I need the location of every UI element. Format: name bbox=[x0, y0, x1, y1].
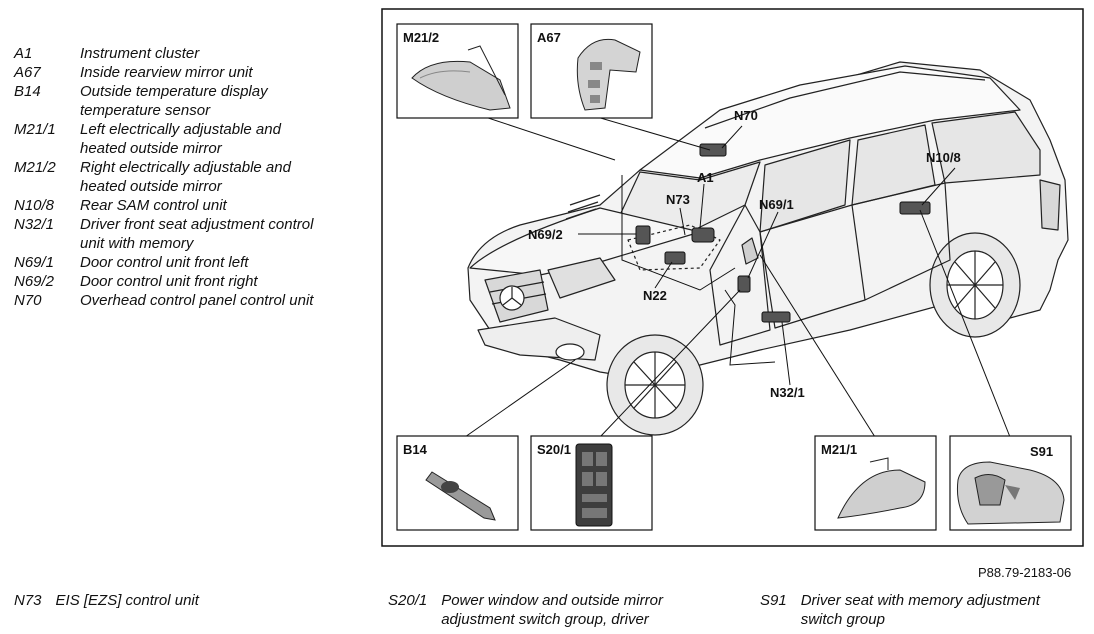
inset-m21-2: M21/2 bbox=[396, 23, 519, 119]
legend-description: Outside temperature display temperature s… bbox=[80, 82, 364, 120]
legend-code: S91 bbox=[760, 592, 787, 609]
callout-n73: N73 bbox=[666, 192, 690, 207]
inset-label-a67: A67 bbox=[537, 30, 561, 45]
inset-label-s91: S91 bbox=[1030, 444, 1053, 459]
callout-n69-1: N69/1 bbox=[759, 197, 794, 212]
inset-label-b14: B14 bbox=[403, 442, 428, 457]
legend-description-line: unit with memory bbox=[80, 235, 194, 252]
inset-b14: B14 bbox=[396, 435, 519, 531]
legend-item: N32/1 Driver front seat adjustment contro… bbox=[14, 215, 364, 253]
legend-description-line: Instrument cluster bbox=[80, 45, 200, 62]
legend-description-line: adjustment switch group, driver bbox=[441, 611, 649, 628]
legend-description-line: Door control unit front left bbox=[80, 254, 249, 271]
legend-code: M21/2 bbox=[14, 159, 56, 176]
component-markers bbox=[635, 143, 931, 323]
legend-code: A67 bbox=[14, 64, 41, 81]
legend-item: A67 Inside rearview mirror unit bbox=[14, 63, 364, 82]
legend-description-line: Right electrically adjustable and bbox=[80, 159, 291, 176]
legend-description: Inside rearview mirror unit bbox=[80, 63, 364, 82]
n69-1-marker bbox=[737, 275, 751, 293]
n69-2-marker bbox=[635, 225, 651, 245]
figure-reference: P88.79-2183-06 bbox=[978, 565, 1072, 580]
legend-code: M21/1 bbox=[14, 121, 56, 138]
legend-description-line: Overhead control panel control unit bbox=[80, 292, 314, 309]
legend-description-line: temperature sensor bbox=[80, 102, 211, 119]
legend-item: M21/1 Left electrically adjustable and hea… bbox=[14, 120, 364, 158]
legend-item: N10/8 Rear SAM control unit bbox=[14, 196, 364, 215]
legend-description: Instrument cluster bbox=[80, 44, 364, 63]
legend-description-line: Door control unit front right bbox=[80, 273, 258, 290]
legend-item: M21/2 Right electrically adjustable and he… bbox=[14, 158, 364, 196]
inset-s91: S91 bbox=[949, 435, 1072, 531]
legend-description: Driver front seat adjustment control unit… bbox=[80, 215, 364, 253]
legend-description-line: switch group bbox=[800, 611, 885, 628]
diagram-frame bbox=[381, 8, 1084, 547]
legend-code: A1 bbox=[14, 45, 33, 62]
legend-description-line: Inside rearview mirror unit bbox=[80, 64, 253, 81]
legend-description: Rear SAM control unit bbox=[80, 196, 364, 215]
legend-description-line: Left electrically adjustable and bbox=[80, 121, 281, 138]
a1-marker bbox=[691, 227, 715, 243]
legend-code: N32/1 bbox=[14, 216, 55, 233]
legend-item: N70 Overhead control panel control unit bbox=[14, 291, 364, 310]
vehicle-illustration bbox=[467, 61, 1069, 436]
callout-n10-8: N10/8 bbox=[926, 150, 961, 165]
legend-description: Power window and outside mirror adjustmen… bbox=[441, 591, 663, 629]
legend-description-line: Driver front seat adjustment control bbox=[80, 216, 314, 233]
legend-code: B14 bbox=[14, 83, 41, 100]
leader-lines bbox=[464, 111, 1011, 438]
legend-description-line: heated outside mirror bbox=[80, 140, 222, 157]
inset-s20-1: S20/1 bbox=[530, 435, 653, 531]
inset-label-m21-1: M21/1 bbox=[821, 442, 857, 457]
legend-code: N69/1 bbox=[14, 254, 55, 271]
legend-description: Right electrically adjustable and heated … bbox=[80, 158, 364, 196]
callout-n22: N22 bbox=[643, 288, 667, 303]
callout-n70: N70 bbox=[734, 108, 758, 123]
bottom-legend-s91: S91 Driver seat with memory adjustment swi… bbox=[760, 591, 1040, 629]
inset-label-s20-1: S20/1 bbox=[537, 442, 571, 457]
bottom-legend-s20-1: S20/1 Power window and outside mirror adju… bbox=[388, 591, 663, 629]
callout-n32-1: N32/1 bbox=[770, 385, 805, 400]
legend-item: N69/2 Door control unit front right bbox=[14, 272, 364, 291]
legend-description-line: Driver seat with memory adjustment bbox=[800, 592, 1040, 609]
legend-description: Left electrically adjustable and heated o… bbox=[80, 120, 364, 158]
legend-item: N69/1 Door control unit front left bbox=[14, 253, 364, 272]
n22-marker bbox=[664, 251, 686, 265]
legend-description-line: heated outside mirror bbox=[80, 178, 222, 195]
legend-description: EIS [EZS] control unit bbox=[56, 591, 199, 610]
inset-label-m21-2: M21/2 bbox=[403, 30, 439, 45]
legend-description-line: EIS [EZS] control unit bbox=[55, 592, 199, 609]
legend-code: N69/2 bbox=[14, 273, 55, 290]
callout-labels: N70 N10/8 A1 N73 N69/1 N69/2 N22 N32/1 bbox=[528, 108, 961, 400]
legend-description-line: Outside temperature display bbox=[80, 83, 268, 100]
bottom-legend-n73: N73 EIS [EZS] control unit bbox=[14, 591, 199, 610]
legend-code: S20/1 bbox=[388, 592, 428, 609]
callout-n69-2: N69/2 bbox=[528, 227, 563, 242]
inset-m21-1: M21/1 bbox=[814, 435, 937, 531]
legend-code: N73 bbox=[14, 592, 42, 609]
legend-item: A1 Instrument cluster bbox=[14, 44, 364, 63]
legend-description: Door control unit front right bbox=[80, 272, 364, 291]
legend-description-line: Rear SAM control unit bbox=[80, 197, 227, 214]
legend-code: N10/8 bbox=[14, 197, 55, 214]
n10-8-marker bbox=[899, 201, 931, 215]
n32-1-marker bbox=[761, 311, 791, 323]
legend-description-line: Power window and outside mirror bbox=[441, 592, 663, 609]
legend-description: Overhead control panel control unit bbox=[80, 291, 364, 310]
legend-description: Door control unit front left bbox=[80, 253, 364, 272]
legend-code: N70 bbox=[14, 292, 42, 309]
inset-a67: A67 bbox=[530, 23, 653, 119]
n70-marker bbox=[699, 143, 727, 157]
callout-a1: A1 bbox=[697, 170, 714, 185]
legend-description: Driver seat with memory adjustment switch… bbox=[801, 591, 1040, 629]
legend-item: B14 Outside temperature display temperatur… bbox=[14, 82, 364, 120]
